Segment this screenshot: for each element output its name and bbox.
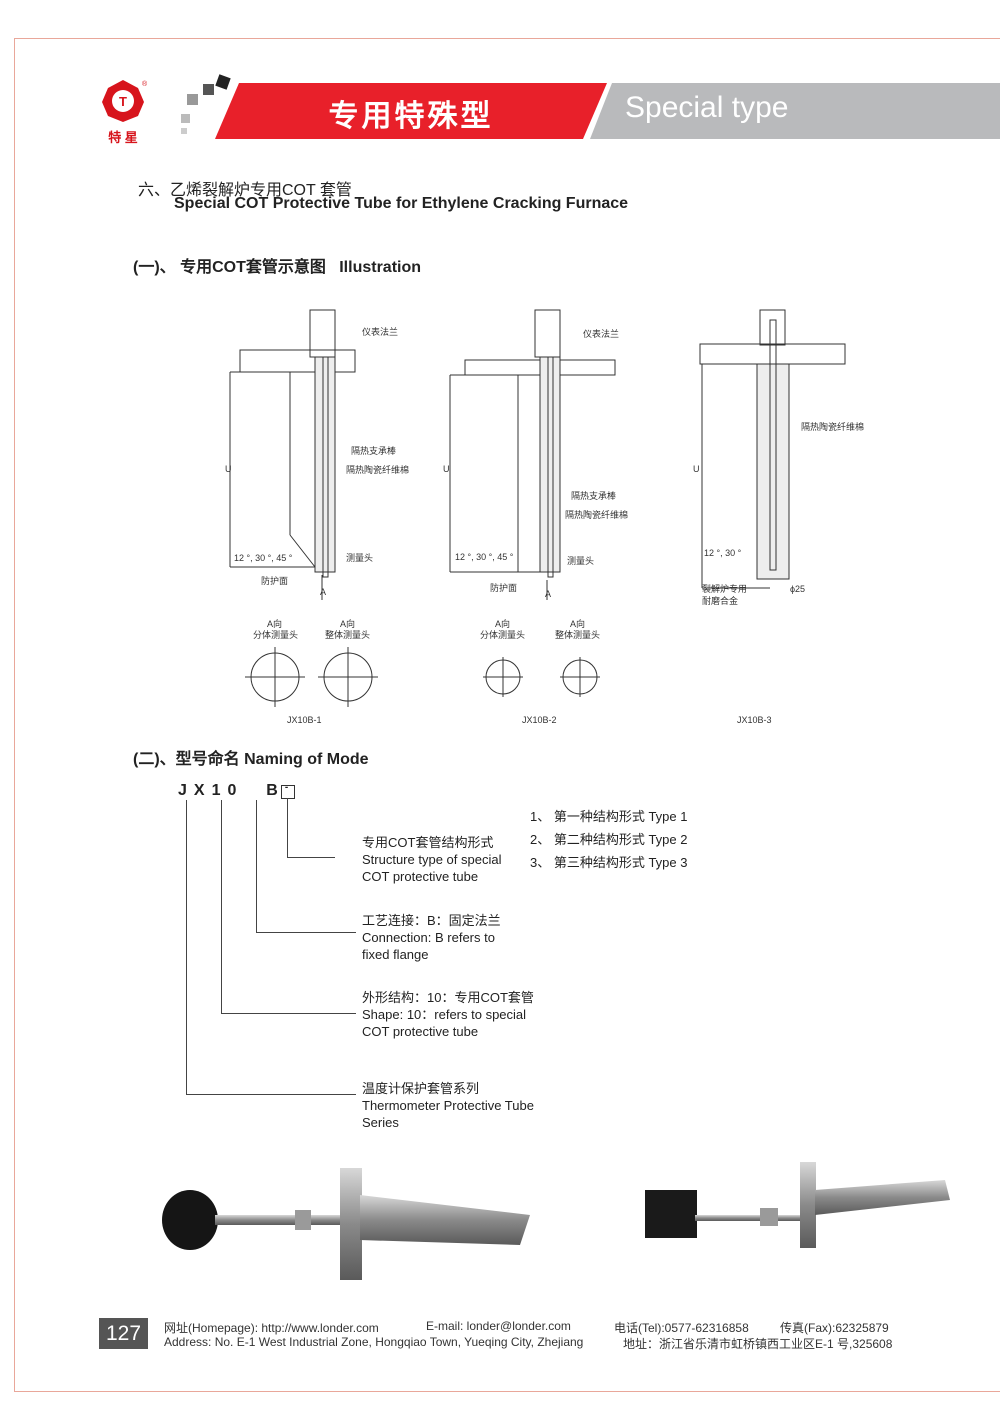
header-cn-title: 专用特殊型 <box>328 100 494 133</box>
illustration-heading: (一)、 专用COT套管示意图 Illustration <box>133 253 421 277</box>
brand-logo: T ® 特 星 <box>98 78 148 146</box>
type-2: 2、 第二种结构形式 Type 2 <box>530 832 688 847</box>
footer-address-en: Address: No. E-1 West Industrial Zone, H… <box>164 1335 584 1349</box>
svg-text:A: A <box>320 587 326 597</box>
svg-text:®: ® <box>142 80 148 88</box>
svg-text:A向: A向 <box>267 618 282 629</box>
svg-text:分体测量头: 分体测量头 <box>253 629 298 640</box>
naming-heading-en: Naming of Mode <box>244 751 369 768</box>
product-photo-2 <box>645 1162 950 1248</box>
type-3: 3、 第三种结构形式 Type 3 <box>530 855 688 870</box>
footer-contact: 网址(Homepage): http://www.londer.com E-ma… <box>164 1319 904 1336</box>
svg-text:U: U <box>225 464 232 474</box>
naming-heading: (二)、型号命名 Naming of Mode <box>133 745 369 769</box>
svg-text:U: U <box>693 464 700 474</box>
footer-fax: 传真(Fax):62325879 <box>780 1321 889 1335</box>
svg-text:整体测量头: 整体测量头 <box>555 629 600 640</box>
diagram-jx10b-2: U 仪表法兰 隔热支承棒 隔热陶瓷纤维棉 测量头 防护面 12 °, 30 °,… <box>443 309 628 725</box>
section-title-cn: 六、乙烯裂解炉专用COT 套管 <box>138 182 352 199</box>
svg-text:A向: A向 <box>570 618 585 629</box>
type-placeholder-box <box>281 785 295 799</box>
svg-text:仪表法兰: 仪表法兰 <box>583 328 619 339</box>
section-title-en: Special COT Protective Tube for Ethylene… <box>174 195 629 212</box>
svg-text:隔热支承棒: 隔热支承棒 <box>571 490 616 501</box>
svg-text:防护面: 防护面 <box>261 575 288 586</box>
type-list: 1、 第一种结构形式 Type 1 2、 第二种结构形式 Type 2 3、 第… <box>530 805 687 874</box>
svg-text:测量头: 测量头 <box>567 556 594 566</box>
type-1: 1、 第一种结构形式 Type 1 <box>530 809 688 824</box>
naming-heading-cn: (二)、型号命名 <box>133 751 240 768</box>
svg-text:耐磨合金: 耐磨合金 <box>702 595 738 606</box>
header-cn-band: 专用特殊型 <box>215 83 607 139</box>
svg-text:隔热支承棒: 隔热支承棒 <box>351 445 396 456</box>
model-code: JX10 B- <box>178 782 296 799</box>
svg-text:12 °, 30 °: 12 °, 30 ° <box>704 548 742 558</box>
svg-text:A向: A向 <box>495 618 510 629</box>
svg-text:测量头: 测量头 <box>346 553 373 563</box>
header-en-title: Special type <box>625 91 789 124</box>
svg-text:防护面: 防护面 <box>490 582 517 593</box>
page-frame <box>14 38 1000 1392</box>
logo-text: 特 星 <box>108 130 138 145</box>
page-number: 127 <box>99 1318 148 1349</box>
svg-text:分体测量头: 分体测量头 <box>480 629 525 640</box>
svg-text:JX10B-3: JX10B-3 <box>737 715 772 725</box>
svg-text:隔热陶瓷纤维棉: 隔热陶瓷纤维棉 <box>346 464 409 475</box>
footer-homepage[interactable]: 网址(Homepage): http://www.londer.com <box>164 1321 379 1335</box>
illustration-heading-cn: (一)、 专用COT套管示意图 <box>133 259 326 276</box>
header-en-band: Special type <box>590 83 1000 139</box>
svg-text:仪表法兰: 仪表法兰 <box>362 326 398 337</box>
svg-text:JX10B-1: JX10B-1 <box>287 715 322 725</box>
svg-text:裂解炉专用: 裂解炉专用 <box>702 583 747 594</box>
footer-address-cn: 地址：浙江省乐清市虹桥镇西工业区E-1 号,325608 <box>623 1337 893 1351</box>
svg-text:ϕ25: ϕ25 <box>790 584 805 594</box>
illustration-heading-en: Illustration <box>339 259 422 276</box>
decorative-squares-icon <box>175 72 235 141</box>
svg-text:A向: A向 <box>340 618 355 629</box>
diagram-jx10b-1: U 仪表法兰 隔热支承棒 隔热陶瓷纤维棉 测量头 防护面 12 °, 30 °,… <box>225 309 409 725</box>
svg-text:JX10B-2: JX10B-2 <box>522 715 557 725</box>
svg-text:A: A <box>545 589 551 599</box>
product-photo-1 <box>162 1168 530 1280</box>
svg-text:隔热陶瓷纤维棉: 隔热陶瓷纤维棉 <box>801 421 864 432</box>
svg-text:U: U <box>443 464 450 474</box>
footer-address: Address: No. E-1 West Industrial Zone, H… <box>164 1335 904 1351</box>
footer-email[interactable]: E-mail: londer@londer.com <box>426 1319 571 1333</box>
diagram-jx10b-3: U 隔热陶瓷纤维棉 裂解炉专用 耐磨合金 12 °, 30 ° ϕ25 JX10… <box>693 309 864 725</box>
svg-text:整体测量头: 整体测量头 <box>325 629 370 640</box>
svg-text:12 °, 30 °, 45 °: 12 °, 30 °, 45 ° <box>455 552 514 562</box>
svg-text:隔热陶瓷纤维棉: 隔热陶瓷纤维棉 <box>565 509 628 520</box>
footer-tel: 电话(Tel):0577-62316858 <box>614 1321 749 1335</box>
svg-text:12 °, 30 °, 45 °: 12 °, 30 °, 45 ° <box>234 553 293 563</box>
svg-text:T: T <box>119 94 127 109</box>
